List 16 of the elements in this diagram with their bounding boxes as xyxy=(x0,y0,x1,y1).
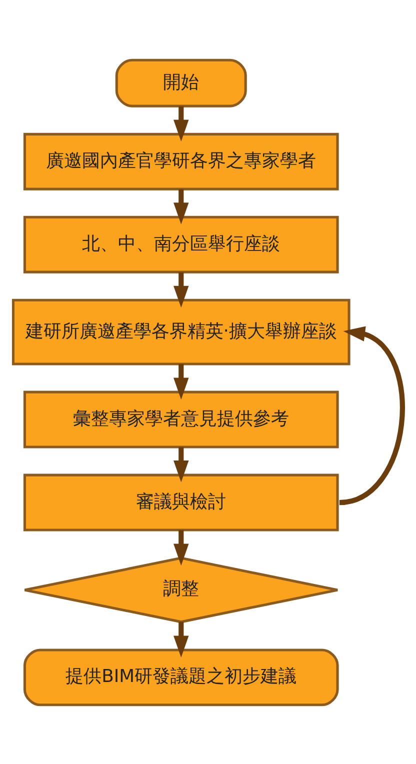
node-box: 開始 xyxy=(115,58,247,107)
node-box: 審議與檢討 xyxy=(23,473,339,531)
node-box: 提供BIM研發議題之初步建議 xyxy=(23,648,339,706)
node-diamond: 調整 xyxy=(23,556,339,623)
arrow xyxy=(174,530,189,566)
node-box: 彙整專家學者意見提供參考 xyxy=(23,390,339,448)
arrow xyxy=(339,326,405,505)
arrow xyxy=(174,188,189,224)
arrow xyxy=(174,621,189,657)
arrow xyxy=(174,272,189,308)
arrow xyxy=(174,364,189,400)
node-box: 建研所廣邀產學各界精英‧擴大舉辦座談 xyxy=(12,298,350,365)
node-box: 北、中、南分區舉行座談 xyxy=(23,215,339,273)
arrow xyxy=(174,106,189,142)
node-box: 廣邀國內產官學研各界之專家學者 xyxy=(23,132,339,190)
arrow xyxy=(174,446,189,482)
